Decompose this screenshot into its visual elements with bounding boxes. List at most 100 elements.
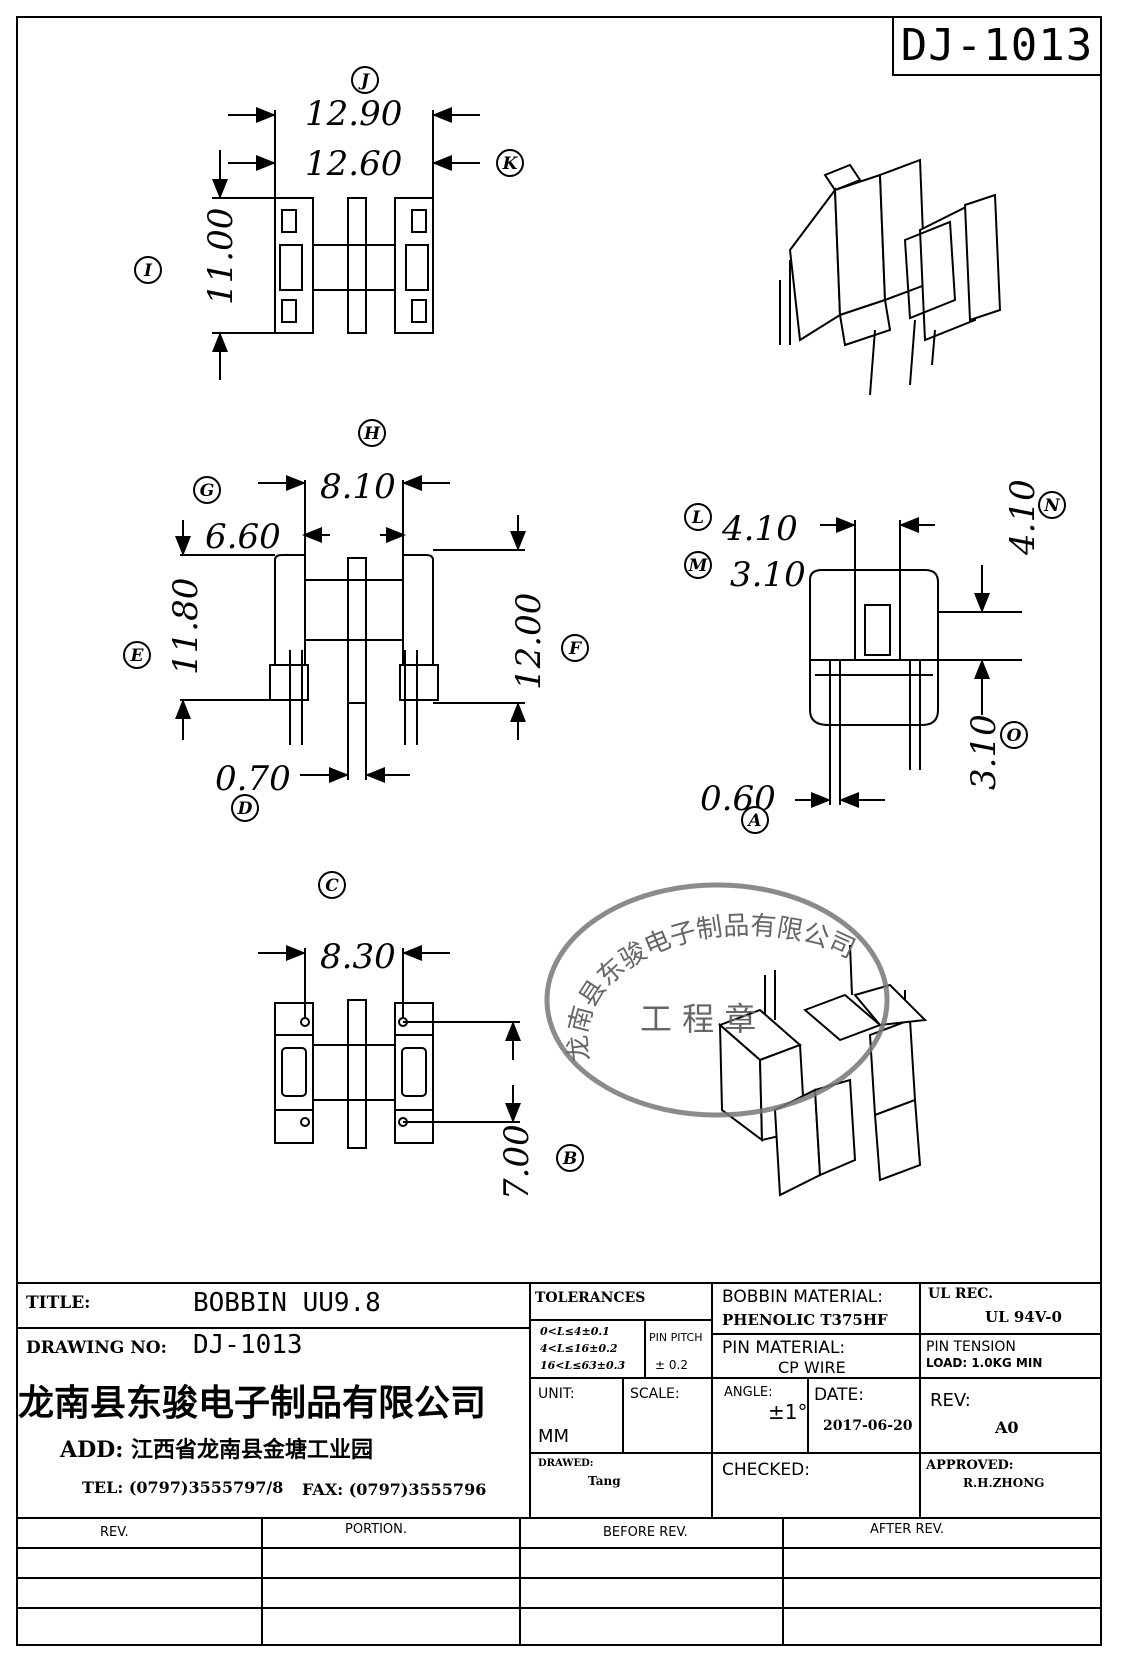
pin-pitch-value: ± 0.2 — [655, 1358, 688, 1372]
scale-label: SCALE: — [630, 1386, 680, 1402]
tag-label-D: D — [237, 799, 253, 819]
tolerance-line-3: 16<L≤63±0.3 — [540, 1359, 626, 1372]
dim-J: 12.90 — [305, 94, 402, 134]
bobbin-material-label: BOBBIN MATERIAL: — [722, 1287, 883, 1307]
unit-value: MM — [538, 1426, 570, 1447]
svg-text:龙南县东骏电子制品有限公司: 龙南县东骏电子制品有限公司 — [563, 911, 860, 1063]
angle-label: ANGLE: — [724, 1385, 773, 1400]
dim-D: 0.70 — [215, 759, 291, 799]
tag-circle-J — [351, 66, 379, 94]
rev-table-header-portion: PORTION. — [345, 1522, 408, 1537]
top-view-right-flange — [394, 197, 434, 334]
tag-circle-C — [318, 871, 346, 899]
dimension-tags: J K I H G E F D L M N O A C B — [123, 66, 1066, 1172]
drawed-label: DRAWED: — [538, 1458, 594, 1469]
pin-material-label: PIN MATERIAL: — [722, 1338, 846, 1358]
tag-label-K: K — [502, 154, 519, 174]
top-view-left-flange — [274, 197, 314, 334]
dim-O: 3.10 — [964, 714, 1004, 790]
dim-F: 12.00 — [509, 593, 549, 690]
tag-circle-E — [123, 641, 151, 669]
tolerance-line-1: 0<L≤4±0.1 — [540, 1325, 610, 1338]
tag-circle-G — [193, 476, 221, 504]
tag-label-C: C — [325, 876, 339, 896]
company-name: 龙南县东骏电子制品有限公司 — [18, 1382, 487, 1424]
tag-circle-H — [358, 419, 386, 447]
tag-circle-A — [741, 806, 769, 834]
svg-text:工 程 章: 工 程 章 — [640, 1000, 756, 1038]
dim-H: 8.10 — [320, 467, 396, 507]
drawing-no-value: DJ-1013 — [193, 1330, 303, 1360]
drawing-code-box: DJ-1013 — [892, 16, 1102, 76]
dim-N: 4.10 — [1003, 479, 1043, 556]
tag-circle-K — [496, 149, 524, 177]
tag-label-A: A — [746, 811, 761, 831]
side-view — [795, 517, 1022, 808]
front-view — [175, 475, 526, 783]
approved-label: APPROVED: — [926, 1458, 1014, 1473]
dim-I: 11.00 — [201, 208, 241, 305]
rev-table-header-after: AFTER REV. — [870, 1522, 945, 1537]
dim-K: 12.60 — [305, 144, 402, 184]
unit-label: UNIT: — [538, 1386, 575, 1402]
tag-label-J: J — [358, 71, 370, 91]
title-value: BOBBIN UU9.8 — [193, 1288, 381, 1318]
isometric-view-top — [779, 158, 1002, 396]
pin-tension-value: LOAD: 1.0KG MIN — [926, 1356, 1043, 1370]
tag-label-L: L — [691, 508, 704, 528]
pin-material-value: CP WIRE — [778, 1358, 846, 1377]
tag-circle-I — [134, 256, 162, 284]
tag-label-O: O — [1007, 726, 1022, 746]
bottom-view — [258, 945, 521, 1149]
title-block-grid — [16, 1282, 1102, 1646]
title-label: TITLE: — [26, 1293, 91, 1313]
tag-circle-O — [1000, 721, 1028, 749]
tag-label-M: M — [688, 556, 709, 576]
date-value: 2017-06-20 — [823, 1418, 913, 1434]
tag-circle-F — [561, 634, 589, 662]
tag-label-F: F — [568, 639, 583, 659]
approved-value: R.H.ZHONG — [963, 1476, 1045, 1490]
tag-circle-L — [684, 503, 712, 531]
company-address: ADD: 江西省龙南县金塘工业园 — [60, 1437, 374, 1463]
rev-table-header-before: BEFORE REV. — [603, 1525, 688, 1540]
tag-circle-D — [231, 794, 259, 822]
tag-label-I: I — [143, 261, 153, 281]
tag-label-G: G — [200, 481, 215, 501]
drawing-frame — [16, 16, 1102, 1646]
rev-label: REV: — [930, 1390, 971, 1411]
dim-E: 11.80 — [166, 578, 206, 675]
drawed-value: Tang — [588, 1474, 621, 1488]
pin-tension-label: PIN TENSION — [926, 1339, 1016, 1355]
tag-label-H: H — [363, 424, 381, 444]
angle-value: ±1° — [768, 1400, 808, 1424]
tag-circle-B — [556, 1144, 584, 1172]
tag-circle-N — [1038, 491, 1066, 519]
date-label: DATE: — [814, 1385, 864, 1405]
tolerances-label: TOLERANCES — [535, 1290, 646, 1306]
company-fax: FAX: (0797)3555796 — [302, 1480, 487, 1499]
ul-rec-label: UL REC. — [928, 1286, 994, 1302]
dim-G: 6.60 — [205, 517, 281, 557]
tag-label-B: B — [562, 1149, 577, 1169]
pin-pitch-label: PIN PITCH — [649, 1331, 703, 1344]
bobbin-material-value: PHENOLIC T375HF — [722, 1311, 888, 1329]
dim-M: 3.10 — [730, 555, 806, 595]
dim-C: 8.30 — [320, 937, 396, 977]
tolerance-line-2: 4<L≤16±0.2 — [540, 1342, 618, 1355]
tag-circle-M — [684, 551, 712, 579]
isometric-view-bottom — [718, 944, 928, 1197]
rev-table-header-rev: REV. — [100, 1525, 129, 1540]
dim-B: 7.00 — [497, 1124, 537, 1200]
checked-label: CHECKED: — [722, 1460, 810, 1480]
dim-L: 4.10 — [721, 509, 798, 549]
drawing-no-label: DRAWING NO: — [26, 1338, 167, 1358]
top-view-center-plate — [347, 197, 367, 334]
ul-rec-value: UL 94V-0 — [985, 1308, 1062, 1326]
tag-label-E: E — [130, 646, 145, 666]
tag-label-N: N — [1043, 496, 1061, 516]
company-tel: TEL: (0797)3555797/8 — [82, 1478, 284, 1497]
top-view — [212, 107, 480, 380]
